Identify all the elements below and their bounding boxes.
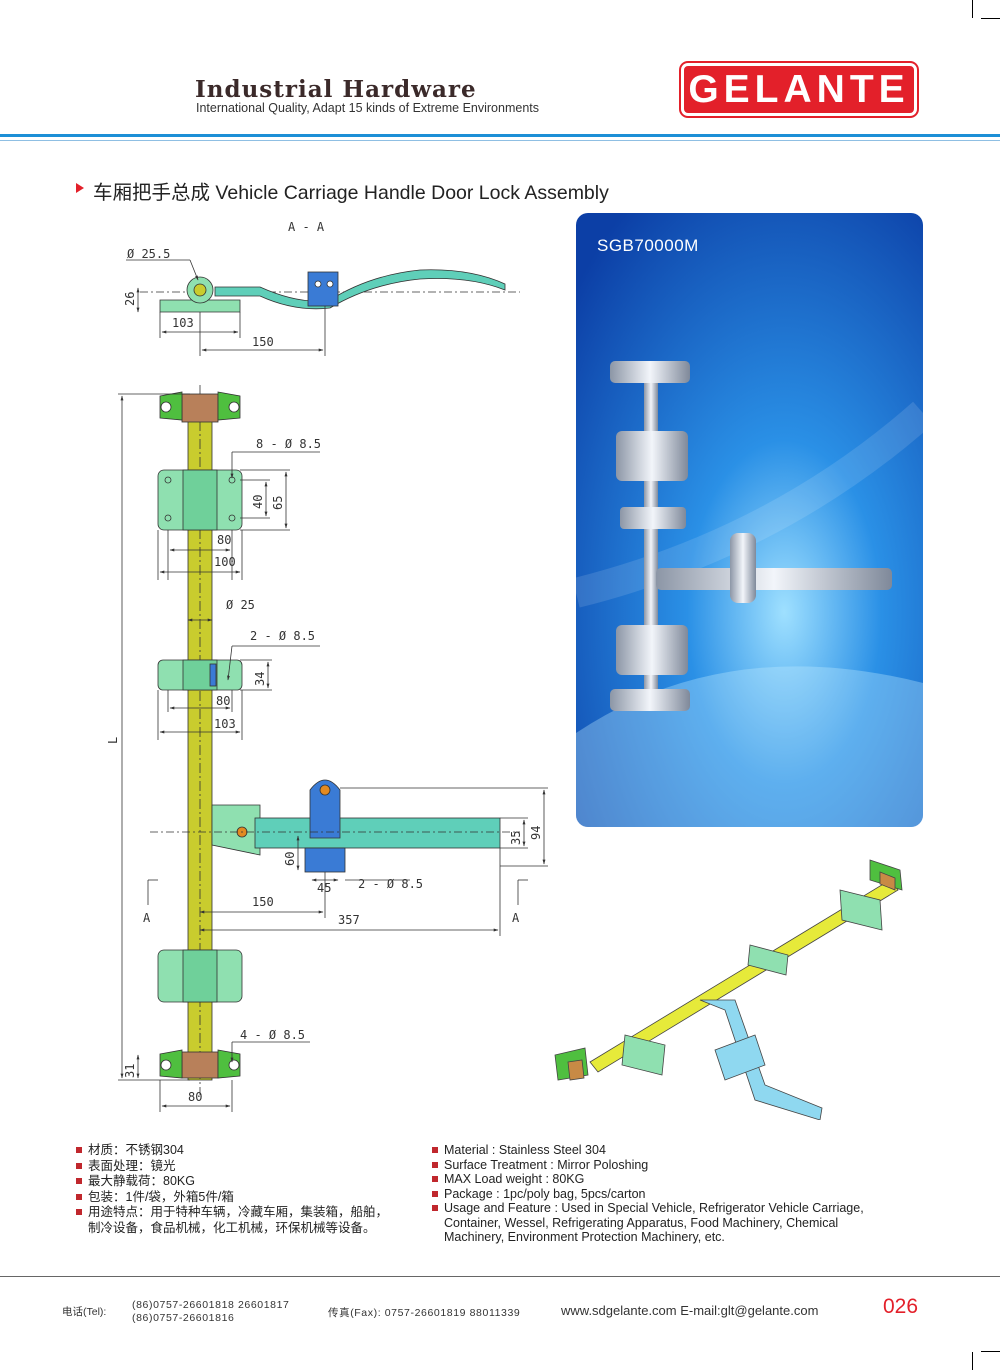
crop-mark xyxy=(972,0,973,18)
crop-mark xyxy=(972,1352,973,1370)
section-label: A - A xyxy=(288,220,325,234)
spec-item: 制冷设备，食品机械，化工机械，环保机械等设备。 xyxy=(88,1220,376,1235)
dim-label: L xyxy=(106,737,120,744)
dim-label: Ø 25.5 xyxy=(127,247,170,261)
spec-item: Usage and Feature : Used in Special Vehi… xyxy=(432,1201,864,1216)
header-rule xyxy=(0,134,1000,137)
footer-tel-line2: (86)0757-26601816 xyxy=(132,1312,235,1324)
dim-label: 80 xyxy=(216,694,230,708)
dim-label: 34 xyxy=(253,672,267,686)
spec-item: 包装：1件/袋，外箱5件/箱 xyxy=(76,1190,388,1206)
dim-label: 65 xyxy=(271,496,285,510)
dim-label: 8 - Ø 8.5 xyxy=(256,437,321,451)
section-arrow-icon xyxy=(76,183,84,193)
dim-label: 357 xyxy=(338,913,360,927)
dim-label: 60 xyxy=(283,852,297,866)
technical-drawing: A - A Ø 25.5 26 103 150 8 - Ø 8.5 40 65 … xyxy=(106,220,548,1112)
dim-label: 2 - Ø 8.5 xyxy=(250,629,315,643)
footer-rule xyxy=(0,1276,1000,1277)
crop-mark xyxy=(981,18,1000,19)
spec-item: 用途特点：用于特种车辆，冷藏车厢，集装箱，船舶， xyxy=(76,1205,388,1221)
dim-label: 150 xyxy=(252,335,274,349)
dim-label: 26 xyxy=(123,292,137,306)
spec-item: MAX Load weight : 80KG xyxy=(432,1172,864,1187)
spec-item: Material : Stainless Steel 304 xyxy=(432,1143,864,1158)
product-model: SGB70000M xyxy=(597,236,699,255)
dim-label: 40 xyxy=(251,495,265,509)
dim-label: 80 xyxy=(217,533,231,547)
page-number: 026 xyxy=(883,1295,919,1318)
dim-label: 4 - Ø 8.5 xyxy=(240,1028,305,1042)
footer-fax: 传真(Fax): 0757-26601819 88011339 xyxy=(328,1307,521,1319)
header-rule-thin xyxy=(0,140,1000,141)
specs-en: Material : Stainless Steel 304 Surface T… xyxy=(432,1143,864,1245)
footer-tel-label: 电话(Tel): xyxy=(62,1306,107,1318)
spec-item: Package : 1pc/poly bag, 5pcs/carton xyxy=(432,1187,864,1202)
brand-logo: GELANTE xyxy=(681,63,917,116)
section-title: 车厢把手总成 Vehicle Carriage Handle Door Lock… xyxy=(93,182,609,204)
dim-label: 100 xyxy=(214,555,236,569)
dim-label: Ø 25 xyxy=(226,598,255,612)
dim-label: 2 - Ø 8.5 xyxy=(358,877,423,891)
dim-label: 150 xyxy=(252,895,274,909)
spec-item: Surface Treatment : Mirror Poloshing xyxy=(432,1158,864,1173)
dim-label: 103 xyxy=(214,717,236,731)
header-subtitle: International Quality, Adapt 15 kinds of… xyxy=(196,101,540,115)
product-render xyxy=(554,859,903,1120)
footer-web-link[interactable]: www.sdgelante.com E-mail:glt@gelante.com xyxy=(561,1303,819,1318)
spec-item: 材质：不锈钢304 xyxy=(76,1143,388,1159)
spec-item: Container, Wessel, Refrigerating Apparat… xyxy=(444,1215,839,1230)
spec-item: 表面处理：镜光 xyxy=(76,1159,388,1175)
section-mark: A xyxy=(143,911,151,925)
dim-label: 31 xyxy=(123,1064,137,1078)
footer-tel-line1: (86)0757-26601818 26601817 xyxy=(132,1299,290,1311)
spec-item: 最大静载荷：80KG xyxy=(76,1174,388,1190)
header-title: Industrial Hardware xyxy=(195,76,477,103)
dim-label: 94 xyxy=(529,826,543,840)
product-photo xyxy=(576,213,923,827)
section-mark: A xyxy=(512,911,520,925)
dim-label: 45 xyxy=(317,881,331,895)
dim-label: 35 xyxy=(509,831,523,845)
dim-label: 80 xyxy=(188,1090,202,1104)
spec-item: Machinery, Environment Protection Machin… xyxy=(444,1230,725,1244)
dim-label: 103 xyxy=(172,316,194,330)
specs-cn: 材质：不锈钢304 表面处理：镜光 最大静载荷：80KG 包装：1件/袋，外箱5… xyxy=(76,1143,388,1236)
crop-mark xyxy=(981,1351,1000,1352)
brand-logo-text: GELANTE xyxy=(688,68,910,111)
